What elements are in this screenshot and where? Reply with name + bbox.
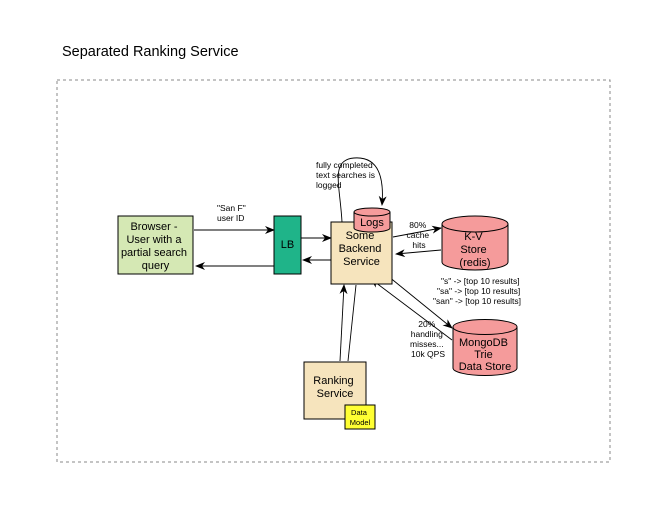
- data-model-node: Data Model: [344, 404, 376, 430]
- edge-backend-to-ranking: [347, 284, 357, 362]
- ranking-service-node: Ranking Service: [303, 361, 367, 420]
- mongodb-store-node: MongoDB Trie Data Store: [452, 319, 518, 376]
- edge-ranking-to-backend: [339, 284, 348, 362]
- logs-store-node: Logs: [353, 207, 391, 233]
- ranking-label: Ranking Service: [313, 375, 356, 400]
- request-annotation: "San F" user ID: [217, 203, 248, 223]
- browser-label: Browser - User with a partial search que…: [121, 221, 190, 272]
- backend-label: Some Backend Service: [339, 230, 385, 268]
- load-balancer-node: LB: [273, 215, 302, 275]
- edge-backend-to-mongo: [382, 271, 453, 329]
- logs-label: Logs: [360, 217, 384, 229]
- misses-annotation: 20% handling misses... 10k QPS: [410, 319, 446, 359]
- lb-label: LB: [281, 239, 294, 251]
- cache-hits-annotation: 80% cache hits: [406, 220, 431, 250]
- edge-log-loop: [337, 157, 387, 223]
- mongodb-label: MongoDB Trie Data Store: [459, 337, 512, 373]
- edge-mongo-to-backend: [370, 278, 453, 341]
- cache-examples-annotation: "s" -> [top 10 results] "sa" -> [top 10 …: [433, 276, 523, 306]
- data-model-label: Data Model: [350, 408, 371, 427]
- system-boundary: [56, 79, 611, 463]
- kv-store-label: K-V Store (redis): [459, 231, 490, 269]
- backend-service-node: Some Backend Service: [330, 221, 393, 285]
- logged-annotation: fully completed text searches is logged: [316, 160, 377, 190]
- edge-backend-to-kv: [392, 225, 442, 238]
- kv-store-node: K-V Store (redis): [441, 215, 509, 271]
- edge-kv-to-backend: [395, 249, 442, 258]
- diagram-title: Separated Ranking Service: [62, 44, 239, 60]
- browser-node: Browser - User with a partial search que…: [117, 215, 194, 275]
